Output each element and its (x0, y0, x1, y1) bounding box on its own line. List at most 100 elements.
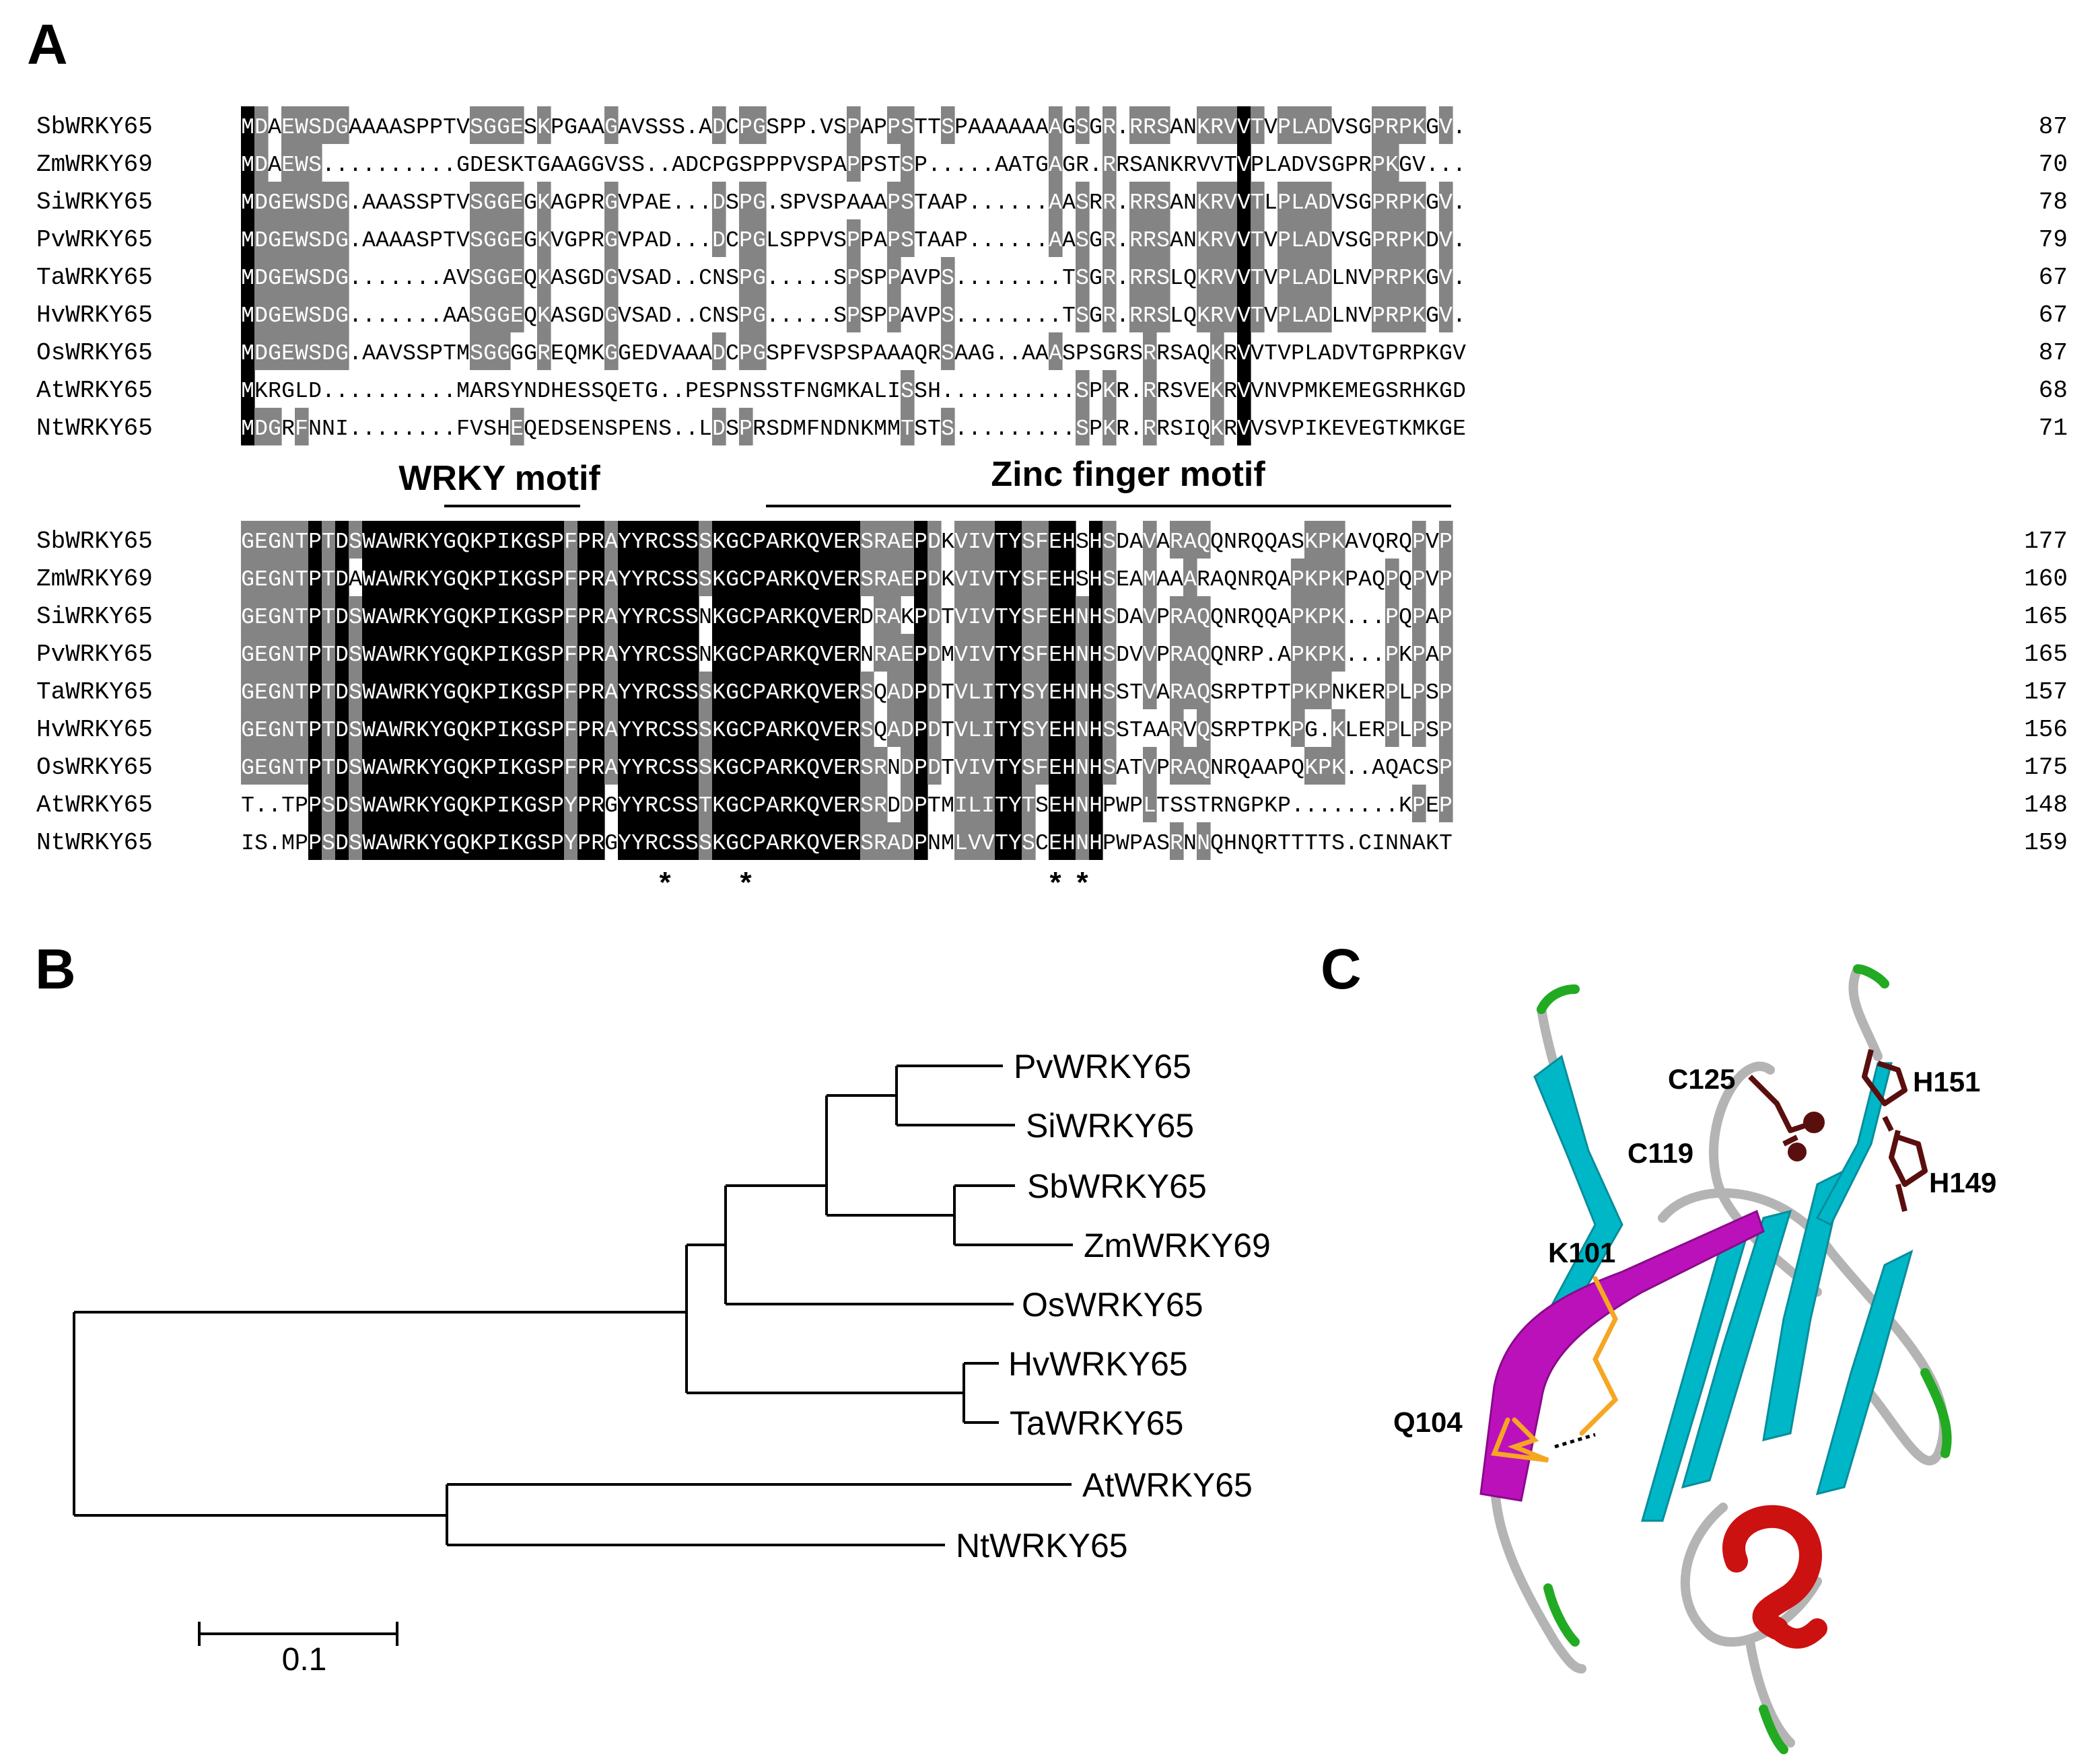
residue-shade (672, 785, 686, 822)
residue-shade (281, 747, 295, 785)
residue-shade (604, 295, 619, 332)
residue-shade (699, 747, 713, 785)
residue-shade (551, 822, 565, 860)
residue-shade (578, 521, 592, 559)
residue-shade (1439, 182, 1453, 219)
residue-shade (1210, 219, 1224, 257)
residue-shade (241, 521, 255, 559)
residue-shade (497, 182, 511, 219)
residue-shade (1412, 182, 1426, 219)
residue-shade (281, 596, 295, 634)
residue-shade (443, 747, 457, 785)
residue-shade (1076, 295, 1090, 332)
residue-shade (1156, 295, 1170, 332)
residue-shade (254, 596, 269, 634)
residue-shade (254, 106, 269, 144)
residue-shade (483, 182, 497, 219)
residue-shade (497, 709, 511, 747)
residue-shade (1129, 257, 1144, 295)
residue-shade (887, 257, 901, 295)
residue-shade (254, 709, 269, 747)
residue-shade (1049, 182, 1063, 219)
residue-shade (1318, 295, 1332, 332)
residue-shade (645, 634, 659, 672)
residue-shade (1385, 144, 1399, 182)
residue-shade (537, 747, 551, 785)
residue-shade (268, 408, 282, 445)
residue-shade (672, 521, 686, 559)
residue-shade (308, 521, 322, 559)
residue-shade (672, 596, 686, 634)
residue-shade (443, 634, 457, 672)
residue-shade (1399, 219, 1413, 257)
residue-shade (241, 219, 255, 257)
residue-shade (1237, 408, 1251, 445)
residue-shade (362, 672, 376, 709)
residue-shade (551, 521, 565, 559)
residue-shade (645, 521, 659, 559)
residue-shade (712, 182, 726, 219)
residue-shade (1291, 182, 1305, 219)
residue-shade (537, 785, 551, 822)
residue-shade (241, 709, 255, 747)
residue-shade (645, 709, 659, 747)
residue-shade (308, 257, 322, 295)
residue-shade (456, 559, 470, 596)
residue-shade (726, 596, 740, 634)
residue-shade (618, 785, 632, 822)
residue-shade (281, 257, 295, 295)
residue-shade (362, 785, 376, 822)
residue-shade (941, 332, 955, 370)
residue-shade (268, 709, 282, 747)
residue-shade (551, 596, 565, 634)
residue-shade (685, 634, 699, 672)
residue-shade (429, 822, 444, 860)
residue-shade (685, 521, 699, 559)
residue-shade (443, 596, 457, 634)
residue-label-k101: K101 (1548, 1237, 1615, 1268)
residue-shade (1291, 295, 1305, 332)
residue-shade (685, 747, 699, 785)
residue-shade (1237, 219, 1251, 257)
residue-shade (887, 106, 901, 144)
residue-shade (308, 747, 322, 785)
residue-shade (1210, 257, 1224, 295)
residue-shade (416, 709, 430, 747)
residue-shade (470, 559, 484, 596)
residue-shade (389, 596, 403, 634)
residue-shade (753, 182, 767, 219)
residue-shade (268, 182, 282, 219)
residue-shade (349, 785, 363, 822)
residue-shade (349, 672, 363, 709)
residue-shade (591, 634, 605, 672)
residue-shade (618, 559, 632, 596)
residue-shade (254, 182, 269, 219)
residue-shade (1385, 182, 1399, 219)
residue-shade (483, 634, 497, 672)
residue-shade (524, 596, 538, 634)
residue-shade (712, 785, 726, 822)
residue-shade (1251, 257, 1265, 295)
residue-shade (645, 559, 659, 596)
residue-shade (712, 521, 726, 559)
residue-shade (322, 106, 336, 144)
residue-shade (456, 672, 470, 709)
residue-shade (470, 521, 484, 559)
residue-shade (389, 709, 403, 747)
residue-shade (241, 634, 255, 672)
residue-shade (254, 747, 269, 785)
residue-shade (510, 596, 524, 634)
residue-shade (591, 822, 605, 860)
residue-shade (322, 257, 336, 295)
residue-shade (1129, 219, 1144, 257)
residue-shade (712, 559, 726, 596)
residue-shade (295, 219, 309, 257)
residue-shade (591, 747, 605, 785)
residue-shade (483, 559, 497, 596)
residue-shade (753, 257, 767, 295)
residue-shade (268, 672, 282, 709)
residue-shade (901, 106, 915, 144)
residue-shade (268, 257, 282, 295)
residue-shade (1102, 257, 1117, 295)
residue-shade (753, 106, 767, 144)
